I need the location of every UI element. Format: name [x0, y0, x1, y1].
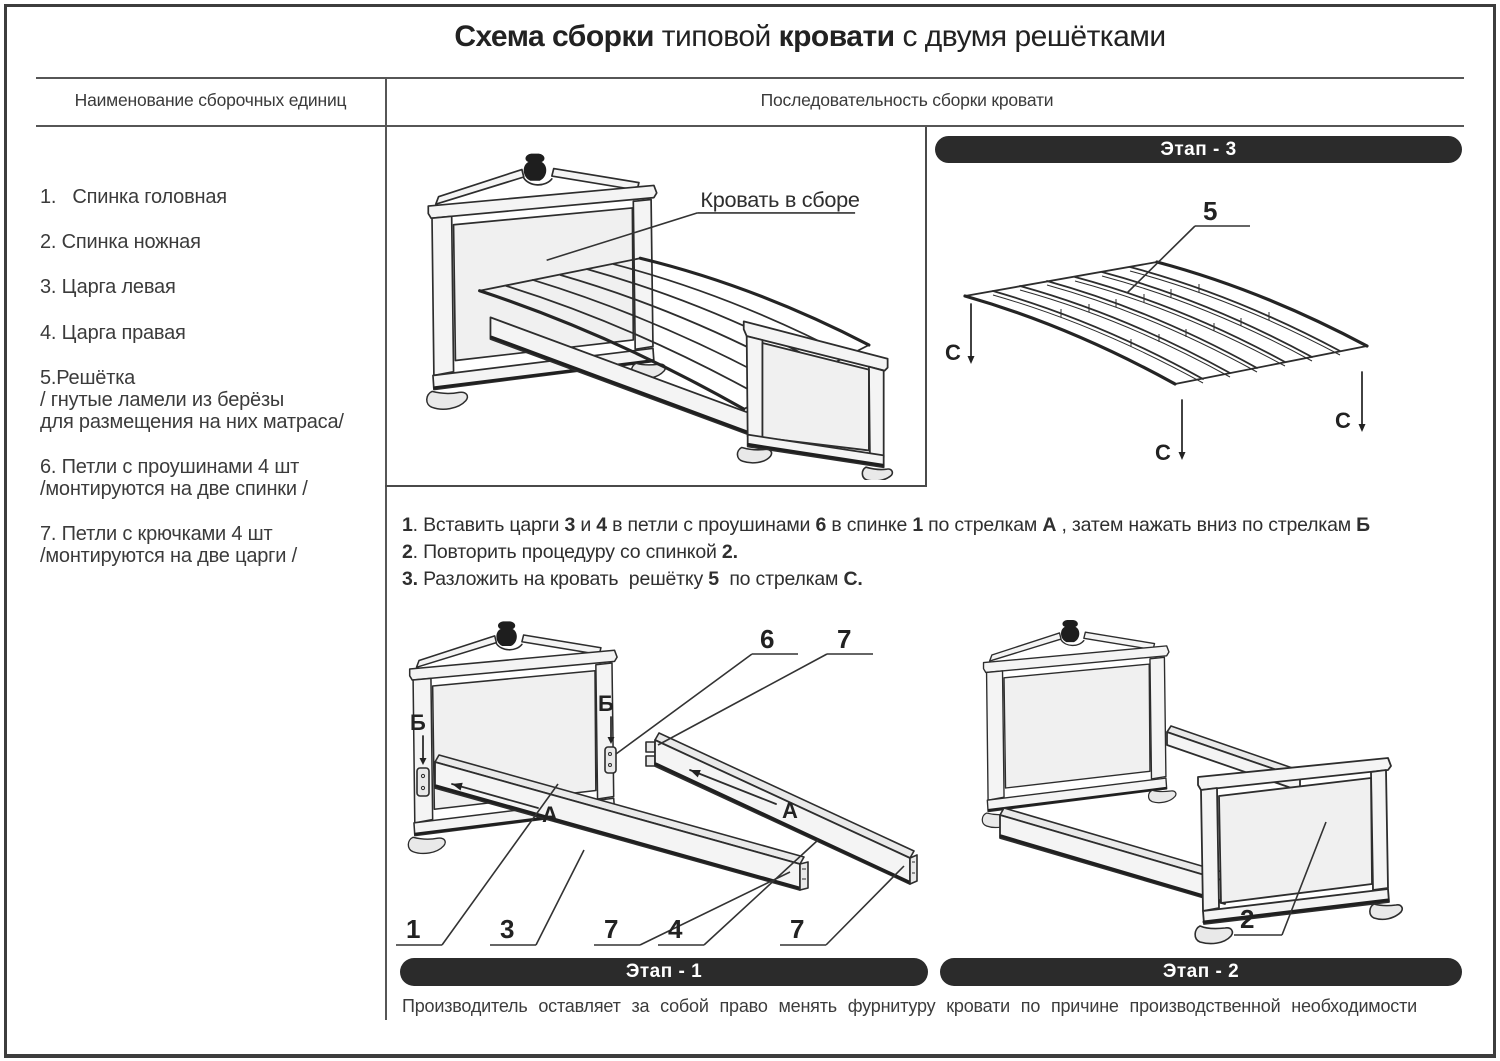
- arrow-b-right: Б: [598, 691, 617, 774]
- stage-3-drawing: 5 С С С: [945, 196, 1369, 465]
- callout-5-leader: [1126, 225, 1196, 294]
- arrow-c-right: С: [1335, 371, 1366, 433]
- arrow-a-rail4-label: А: [782, 798, 798, 823]
- assembled-label-leader: [546, 212, 698, 261]
- part-item-5: 5.Решётка: [40, 367, 136, 389]
- hinge-plate-right: [604, 746, 617, 774]
- part-item-7-note: /монтируются на две царги /: [40, 545, 297, 567]
- stage-1-banner: Этап - 1: [400, 958, 928, 986]
- callout-3: 3: [500, 914, 514, 944]
- footboard-drawing: [736, 320, 894, 480]
- assembled-bed-label: Кровать в сборе: [700, 187, 860, 212]
- callout-4: 4: [668, 914, 683, 944]
- manufacturer-note: Производитель оставляет за собой право м…: [402, 996, 1417, 1016]
- arrow-c-left: С: [945, 303, 975, 365]
- arrow-c-bottom-label: С: [1155, 440, 1171, 465]
- column-divider: [385, 77, 387, 1020]
- left-column-header: Наименование сборочных единиц: [74, 90, 347, 110]
- stage-1-drawing: Б Б А А 6 7 1 3 7: [396, 621, 918, 946]
- callout-7-top-leader: [657, 653, 873, 746]
- callout-5: 5: [1203, 196, 1217, 226]
- rail-4-drawing: [645, 732, 918, 885]
- callout-2-leader: [1234, 821, 1327, 936]
- title-bold-2: кровати: [778, 20, 896, 53]
- stage-3-banner: Этап - 3: [935, 136, 1462, 163]
- stage-2-drawing: 2: [981, 620, 1403, 945]
- rule-under-title: [36, 77, 1464, 79]
- arrow-a-rail4: А: [689, 769, 798, 823]
- assembled-bed-box: [385, 127, 927, 487]
- right-column-header: Последовательность сборки кровати: [760, 90, 1054, 110]
- part-item-5-note-1: / гнутые ламели из берёзы: [40, 389, 285, 411]
- arrow-a-rail3: А: [451, 782, 558, 827]
- part-item-6-note: /монтируются на две спинки /: [40, 478, 308, 500]
- part-item-1: 1. Спинка головная: [40, 186, 227, 208]
- instruction-line-1: 1. Вставить царги 3 и 4 в петли с проуши…: [402, 514, 1370, 536]
- callout-7-rail4: 7: [790, 914, 804, 944]
- slat-base-drawing: [963, 260, 1369, 386]
- stage-2-banner: Этап - 2: [940, 958, 1462, 986]
- instruction-line-2: 2. Повторить процедуру со спинкой 2.: [402, 541, 738, 563]
- callout-7-top: 7: [837, 624, 851, 654]
- arrow-c-right-label: С: [1335, 408, 1351, 433]
- part-item-7: 7. Петли с крючками 4 шт: [40, 523, 273, 545]
- callout-7-rail3: 7: [604, 914, 618, 944]
- rail-3-drawing: [434, 754, 809, 891]
- callout-7-rail4-leader: [780, 865, 905, 946]
- title-bold-1: Схема сборки: [454, 20, 654, 53]
- hinge-plate-left: [416, 767, 430, 797]
- slat-ticks: [1060, 284, 1270, 347]
- callout-4-leader: [658, 839, 819, 946]
- assembled-bed-drawing: Кровать в сборе: [426, 153, 894, 480]
- callout-3-leader: [490, 849, 585, 946]
- arrow-c-bottom: С: [1155, 399, 1186, 465]
- title-reg-2: с двумя решётками: [894, 20, 1166, 53]
- page-title: Схема сборки типовой кровати с двумя реш…: [120, 20, 1500, 54]
- callout-1-leader: [396, 783, 559, 946]
- stage2-headboard-drawing: [981, 620, 1177, 829]
- arrow-b-left: Б: [410, 710, 430, 797]
- stage2-footboard-drawing: [1194, 757, 1403, 945]
- callout-2: 2: [1240, 904, 1254, 934]
- page-border: [4, 4, 1496, 1058]
- arrow-b-left-label: Б: [410, 710, 426, 735]
- part-item-2: 2. Спинка ножная: [40, 231, 201, 253]
- stage2-near-rail: [999, 807, 1230, 905]
- part-item-3: 3. Царга левая: [40, 276, 176, 298]
- callout-6: 6: [760, 624, 774, 654]
- callout-7-rail3-leader: [594, 871, 791, 946]
- rule-under-headers: [36, 125, 1464, 127]
- arrow-c-left-label: С: [945, 340, 961, 365]
- callout-1: 1: [406, 914, 420, 944]
- part-item-4: 4. Царга правая: [40, 322, 186, 344]
- callout-6-leader: [615, 653, 798, 755]
- arrow-b-right-label: Б: [598, 691, 614, 716]
- instruction-line-3: 3. Разложить на кровать решётку 5 по стр…: [402, 568, 863, 590]
- part-item-6: 6. Петли с проушинами 4 шт: [40, 456, 300, 478]
- title-reg-1: типовой: [653, 20, 779, 53]
- headboard-drawing: [426, 153, 667, 410]
- arrow-a-rail3-label: А: [542, 802, 558, 827]
- instructions: 1. Вставить царги 3 и 4 в петли с проуши…: [402, 512, 1462, 593]
- part-item-5-note-2: для размещения на них матраса/: [40, 411, 344, 433]
